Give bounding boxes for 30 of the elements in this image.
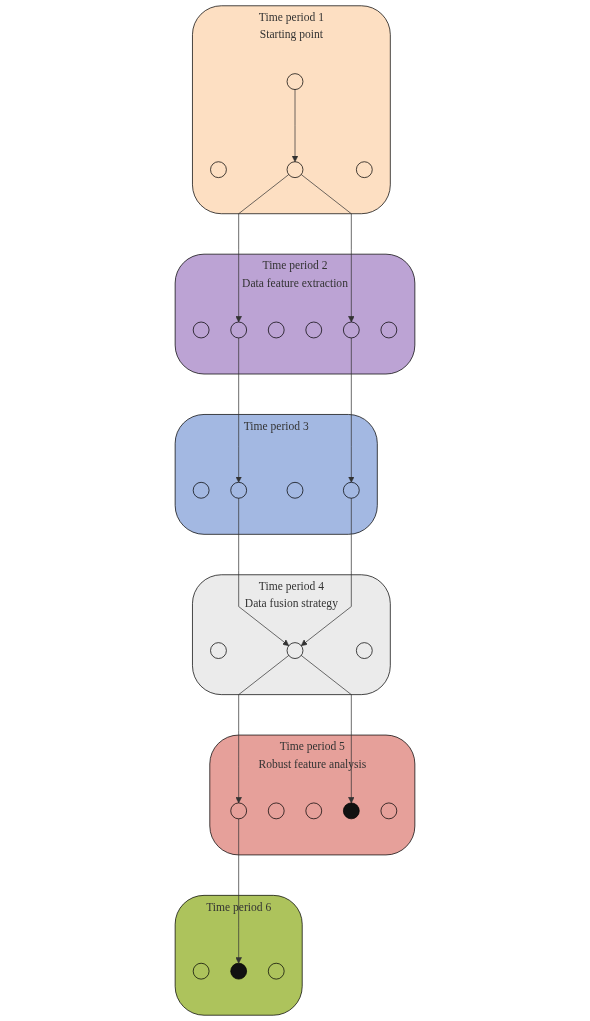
node-circle bbox=[210, 161, 227, 178]
node-circle bbox=[305, 321, 323, 339]
node-circle bbox=[356, 642, 373, 659]
node-circle bbox=[192, 321, 210, 339]
node-circle bbox=[267, 321, 285, 339]
node-circle bbox=[230, 321, 247, 339]
node-circle bbox=[230, 481, 247, 499]
cluster: Time period 1 Starting point bbox=[192, 5, 391, 215]
node-circle bbox=[343, 321, 360, 339]
node-circle bbox=[286, 481, 304, 499]
cluster: Time period 3 bbox=[174, 414, 378, 535]
node-circle bbox=[356, 161, 373, 178]
node-circle bbox=[192, 962, 210, 980]
node-circle bbox=[192, 481, 210, 499]
node-circle bbox=[267, 962, 285, 980]
cluster: Time period 5 Robust feature analysis bbox=[209, 734, 416, 856]
node-circle bbox=[230, 962, 247, 980]
node-circle bbox=[286, 642, 304, 659]
node-circle bbox=[343, 481, 360, 499]
node-circle bbox=[286, 73, 304, 90]
node-circle bbox=[343, 802, 360, 820]
node-circle bbox=[286, 161, 304, 178]
node-circle bbox=[380, 321, 398, 339]
cluster: Time period 2 Data feature extraction bbox=[174, 253, 416, 375]
node-circle bbox=[210, 642, 227, 659]
cluster: Time period 4 Data fusion strategy bbox=[192, 574, 391, 695]
node-circle bbox=[230, 802, 247, 820]
node-circle bbox=[305, 802, 323, 820]
node-circle bbox=[267, 802, 285, 820]
node-circle bbox=[380, 802, 398, 820]
